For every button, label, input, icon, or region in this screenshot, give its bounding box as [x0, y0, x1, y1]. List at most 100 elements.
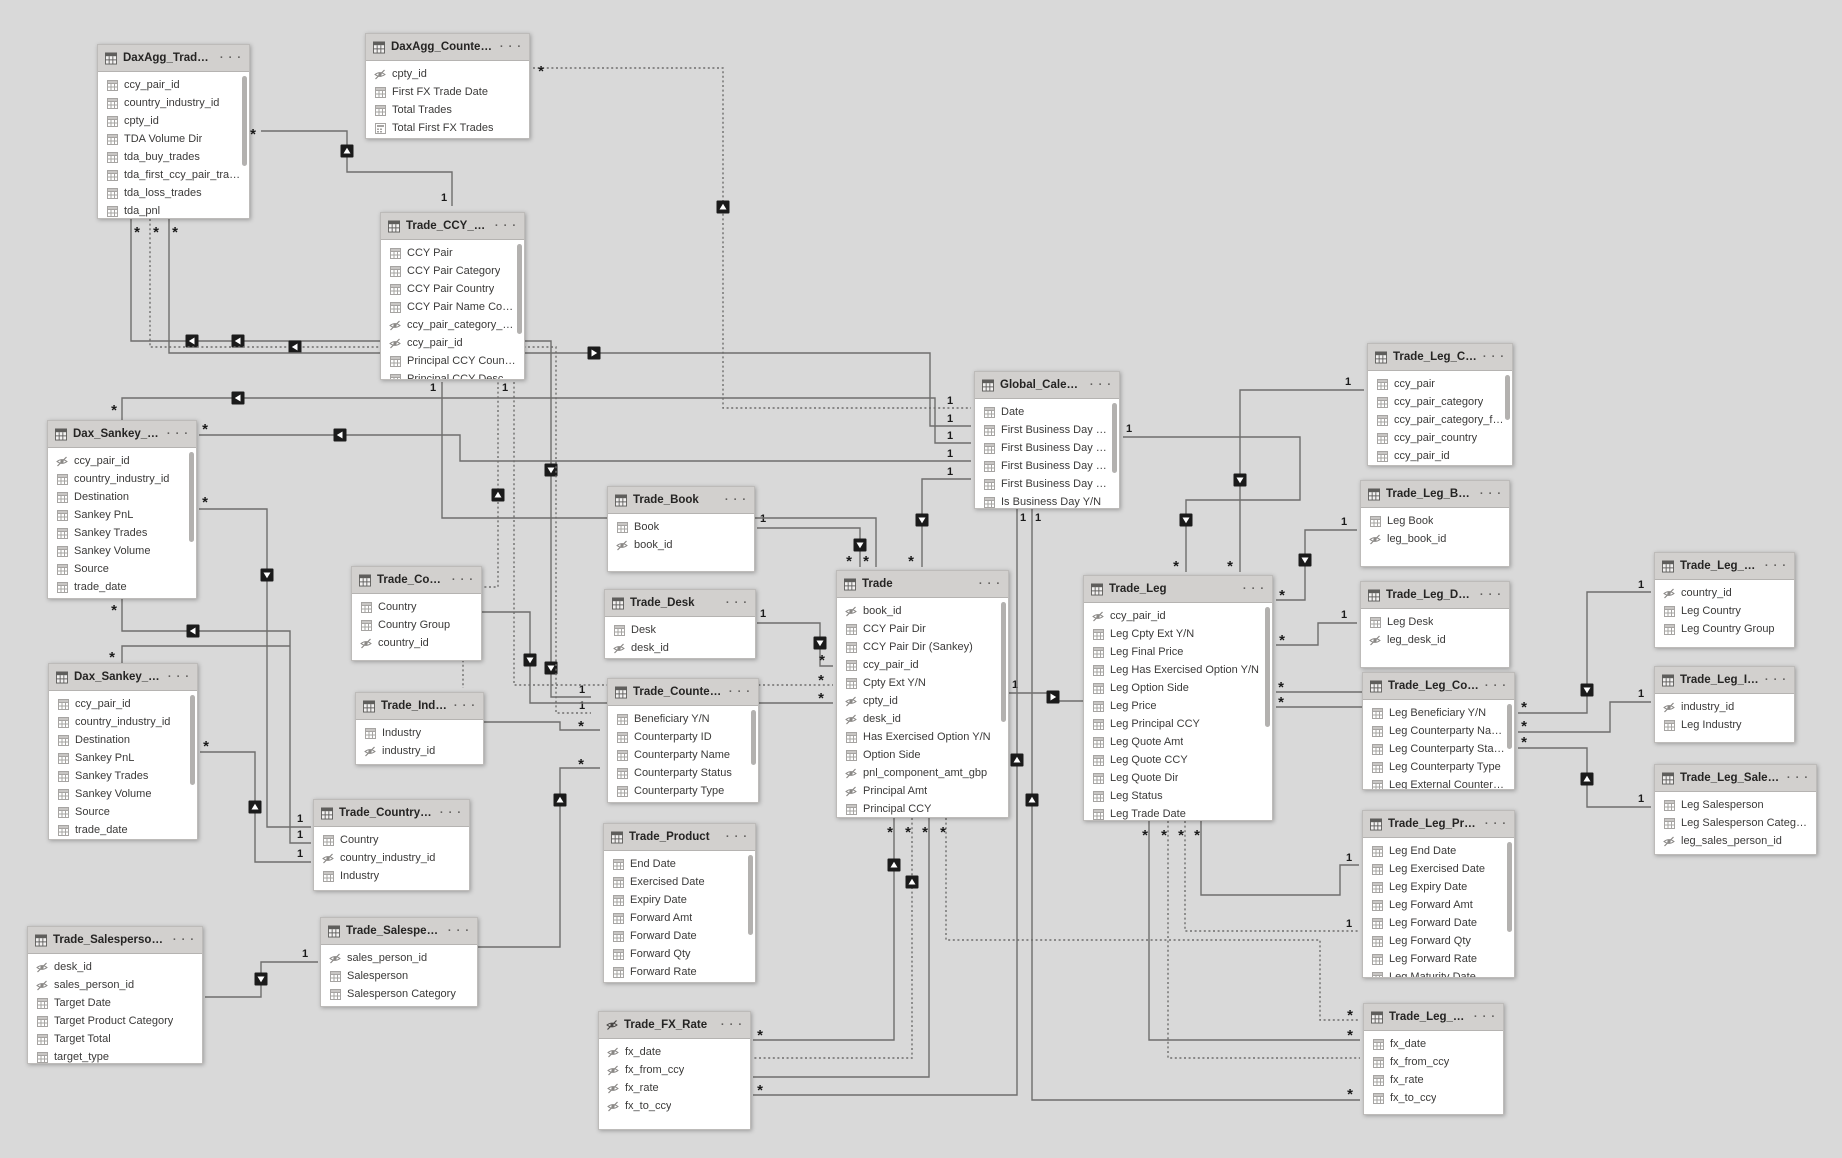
relationship-line[interactable]: *1 [533, 63, 971, 409]
field-row[interactable]: industry_id [356, 742, 483, 760]
field-row[interactable]: tda_first_ccy_pair_trade_d… [98, 166, 249, 184]
field-row[interactable]: End Date [604, 855, 755, 873]
table-header[interactable]: Trade_Leg_Book· · · [1361, 481, 1509, 508]
relationship-line[interactable]: 1* [757, 513, 867, 570]
table-header[interactable]: Trade_Counterparty· · · [608, 679, 758, 706]
relationship-line[interactable]: ** [940, 818, 1360, 1024]
relationship-line[interactable]: 1* [1123, 423, 1301, 575]
table-card-Trade_Leg_FX_Rate[interactable]: Trade_Leg_FX_Rate· · ·fx_datefx_from_ccy… [1363, 1003, 1504, 1115]
field-row[interactable]: country_id [352, 634, 481, 652]
field-row[interactable]: fx_date [1364, 1035, 1503, 1053]
table-header[interactable]: DaxAgg_Trade_Date· · · [98, 45, 249, 72]
field-row[interactable]: fx_rate [1364, 1071, 1503, 1089]
field-row[interactable]: CCY Pair Dir (Sankey) [837, 638, 1008, 656]
field-row[interactable]: sales_person_id [321, 949, 477, 967]
field-row[interactable]: Counterparty Status [608, 764, 758, 782]
field-row[interactable]: TDA Volume Dir [98, 130, 249, 148]
field-row[interactable]: fx_rate [599, 1079, 750, 1097]
field-row[interactable]: book_id [608, 536, 754, 554]
relationship-line[interactable]: 1 [1009, 679, 1083, 704]
field-row[interactable]: Source [49, 803, 197, 821]
field-row[interactable]: Is Business Day Y/N [975, 493, 1119, 508]
field-row[interactable]: Desk [605, 621, 755, 639]
field-row[interactable]: ccy_pair_id [98, 76, 249, 94]
field-row[interactable]: Leg Maturity Date [1363, 968, 1514, 977]
field-row[interactable]: Total Trades [366, 101, 529, 119]
relationship-line[interactable]: 1* [1276, 516, 1357, 604]
relationship-line[interactable]: * [1276, 694, 1362, 711]
relationship-line[interactable]: * [1276, 679, 1362, 696]
more-options-icon[interactable]: · · · [1479, 488, 1502, 500]
field-row[interactable]: fx_to_ccy [1364, 1089, 1503, 1107]
relationship-line[interactable]: *1 [1518, 734, 1651, 808]
table-scrollbar[interactable] [189, 452, 194, 542]
field-row[interactable]: Target Date [28, 994, 202, 1012]
field-row[interactable]: Leg Forward Qty [1363, 932, 1514, 950]
table-card-Trade_Counterparty[interactable]: Trade_Counterparty· · ·Beneficiary Y/NCo… [607, 678, 759, 803]
field-row[interactable]: Country Group [352, 616, 481, 634]
field-row[interactable]: trade_date [48, 578, 196, 596]
relationship-line[interactable]: *1 [194, 948, 318, 999]
table-scrollbar[interactable] [1112, 403, 1117, 473]
relationship-line[interactable]: *1 [111, 391, 971, 444]
field-row[interactable]: ccy_pair_category [1368, 393, 1512, 411]
table-scrollbar[interactable] [1001, 602, 1006, 722]
field-row[interactable]: Leg End Date [1363, 842, 1514, 860]
field-row[interactable]: Principal CCY Country [381, 352, 524, 370]
more-options-icon[interactable]: · · · [1482, 351, 1505, 363]
table-header[interactable]: Trade_Leg_Counterpa…· · · [1363, 673, 1514, 700]
field-row[interactable]: First FX Trade Date [366, 83, 529, 101]
relationship-line[interactable]: *1 [199, 494, 311, 828]
table-header[interactable]: Trade_Industry· · · [356, 693, 483, 720]
table-header[interactable]: Trade· · · [837, 571, 1008, 598]
field-row[interactable]: Leg Trade Date [1084, 805, 1272, 820]
field-row[interactable]: Leg Final Price [1084, 643, 1272, 661]
more-options-icon[interactable]: · · · [728, 686, 751, 698]
relationship-line[interactable]: 1* [1025, 509, 1361, 1103]
field-row[interactable]: ccy_pair_category_filter… [381, 316, 524, 334]
field-row[interactable]: leg_desk_id [1361, 631, 1509, 649]
table-scrollbar[interactable] [751, 710, 756, 765]
field-row[interactable]: Leg Beneficiary Y/N [1363, 704, 1514, 722]
field-row[interactable]: ccy_pair_id [381, 334, 524, 352]
field-row[interactable]: Forward Date [604, 927, 755, 945]
field-row[interactable]: Cpty Ext Y/N [837, 674, 1008, 692]
more-options-icon[interactable]: · · · [494, 220, 517, 232]
table-card-Dax_Sankey_Industry[interactable]: Dax_Sankey_Industry· · ·ccy_pair_idcount… [48, 663, 198, 840]
table-scrollbar[interactable] [517, 244, 522, 334]
field-row[interactable]: Leg Counterparty Type [1363, 758, 1514, 776]
table-header[interactable]: Trade_Leg_Country· · · [1655, 553, 1794, 580]
field-row[interactable]: CCY Pair Name Country [381, 298, 524, 316]
table-header[interactable]: Trade_Product· · · [604, 824, 755, 851]
field-row[interactable]: Country [352, 598, 481, 616]
field-row[interactable]: Sankey Volume [48, 542, 196, 560]
field-row[interactable]: Expiry Date [604, 891, 755, 909]
field-row[interactable]: CCY Pair Country [381, 280, 524, 298]
field-row[interactable]: ccy_pair_id [1084, 607, 1272, 625]
table-header[interactable]: Trade_Book· · · [608, 487, 754, 514]
more-options-icon[interactable]: · · · [439, 807, 462, 819]
table-header[interactable]: Trade_Leg_CCY_Pair· · · [1368, 344, 1512, 371]
more-options-icon[interactable]: · · · [1479, 589, 1502, 601]
field-row[interactable]: Exercised Date [604, 873, 755, 891]
field-row[interactable]: Sankey PnL [48, 506, 196, 524]
field-row[interactable]: Leg Desk [1361, 613, 1509, 631]
table-header[interactable]: Trade_Country· · · [352, 567, 481, 594]
field-row[interactable]: Principal CCY Desc [381, 370, 524, 379]
more-options-icon[interactable]: · · · [1242, 583, 1265, 595]
field-row[interactable]: Leg Option Side [1084, 679, 1272, 697]
field-row[interactable]: Leg Counterparty Name [1363, 722, 1514, 740]
table-header[interactable]: Trade_Country_Industry· · · [314, 800, 469, 827]
table-header[interactable]: Trade_Salesperson· · · [321, 918, 477, 945]
field-row[interactable]: Leg Country Group [1655, 620, 1794, 638]
table-scrollbar[interactable] [242, 76, 247, 166]
table-card-Trade_Leg_Salesperson[interactable]: Trade_Leg_Salesperson· · ·Leg Salesperso… [1654, 764, 1817, 855]
field-row[interactable]: Forward Qty [604, 945, 755, 963]
field-row[interactable]: Date [975, 403, 1119, 421]
